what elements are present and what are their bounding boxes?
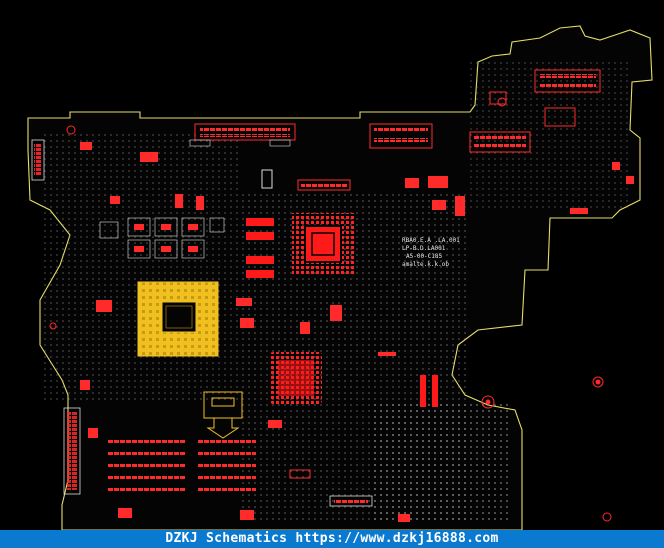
pch-bga <box>270 352 322 404</box>
top-connector-2 <box>369 123 433 149</box>
pcb-layout-view: RBA0.E.A .LA.001 LP-B.D.LA001 A5-00-C185… <box>27 25 653 530</box>
board-id-line-4: amalte.k.k.ob <box>402 261 449 268</box>
top-connector-1 <box>189 123 296 147</box>
board-id-line-1: RBA0.E.A .LA.001 <box>402 237 460 244</box>
right-connector-1 <box>469 131 531 153</box>
board-id-line-2: LP-B.D.LA001 <box>402 245 446 252</box>
board-id-label: RBA0.E.A .LA.001 LP-B.D.LA001 A5-00-C185… <box>402 237 460 268</box>
top-mid-connector <box>297 179 351 191</box>
orientation-marker <box>203 391 243 439</box>
scattered-components <box>80 91 634 522</box>
via-field-left <box>40 130 240 400</box>
memory-slot-area <box>108 440 256 491</box>
power-ic-pads <box>134 224 198 252</box>
watermark-footer: DZKJ Schematics https://www.dzkj16888.co… <box>0 530 664 548</box>
via-field-right <box>470 60 630 210</box>
left-edge-connector <box>31 139 45 181</box>
power-ic-grid <box>99 217 225 259</box>
right-connector-2 <box>534 69 601 93</box>
bga-field-lower-right <box>370 400 510 520</box>
small-ic-pair <box>420 375 438 407</box>
inductor-column <box>246 218 274 278</box>
mounting-holes <box>49 97 612 522</box>
left-vertical-connector <box>63 407 81 495</box>
chipset-bga <box>292 213 354 275</box>
cpu-socket <box>137 281 219 357</box>
board-id-line-3: A5-00-C185 <box>406 253 443 260</box>
bottom-connector <box>329 495 373 507</box>
